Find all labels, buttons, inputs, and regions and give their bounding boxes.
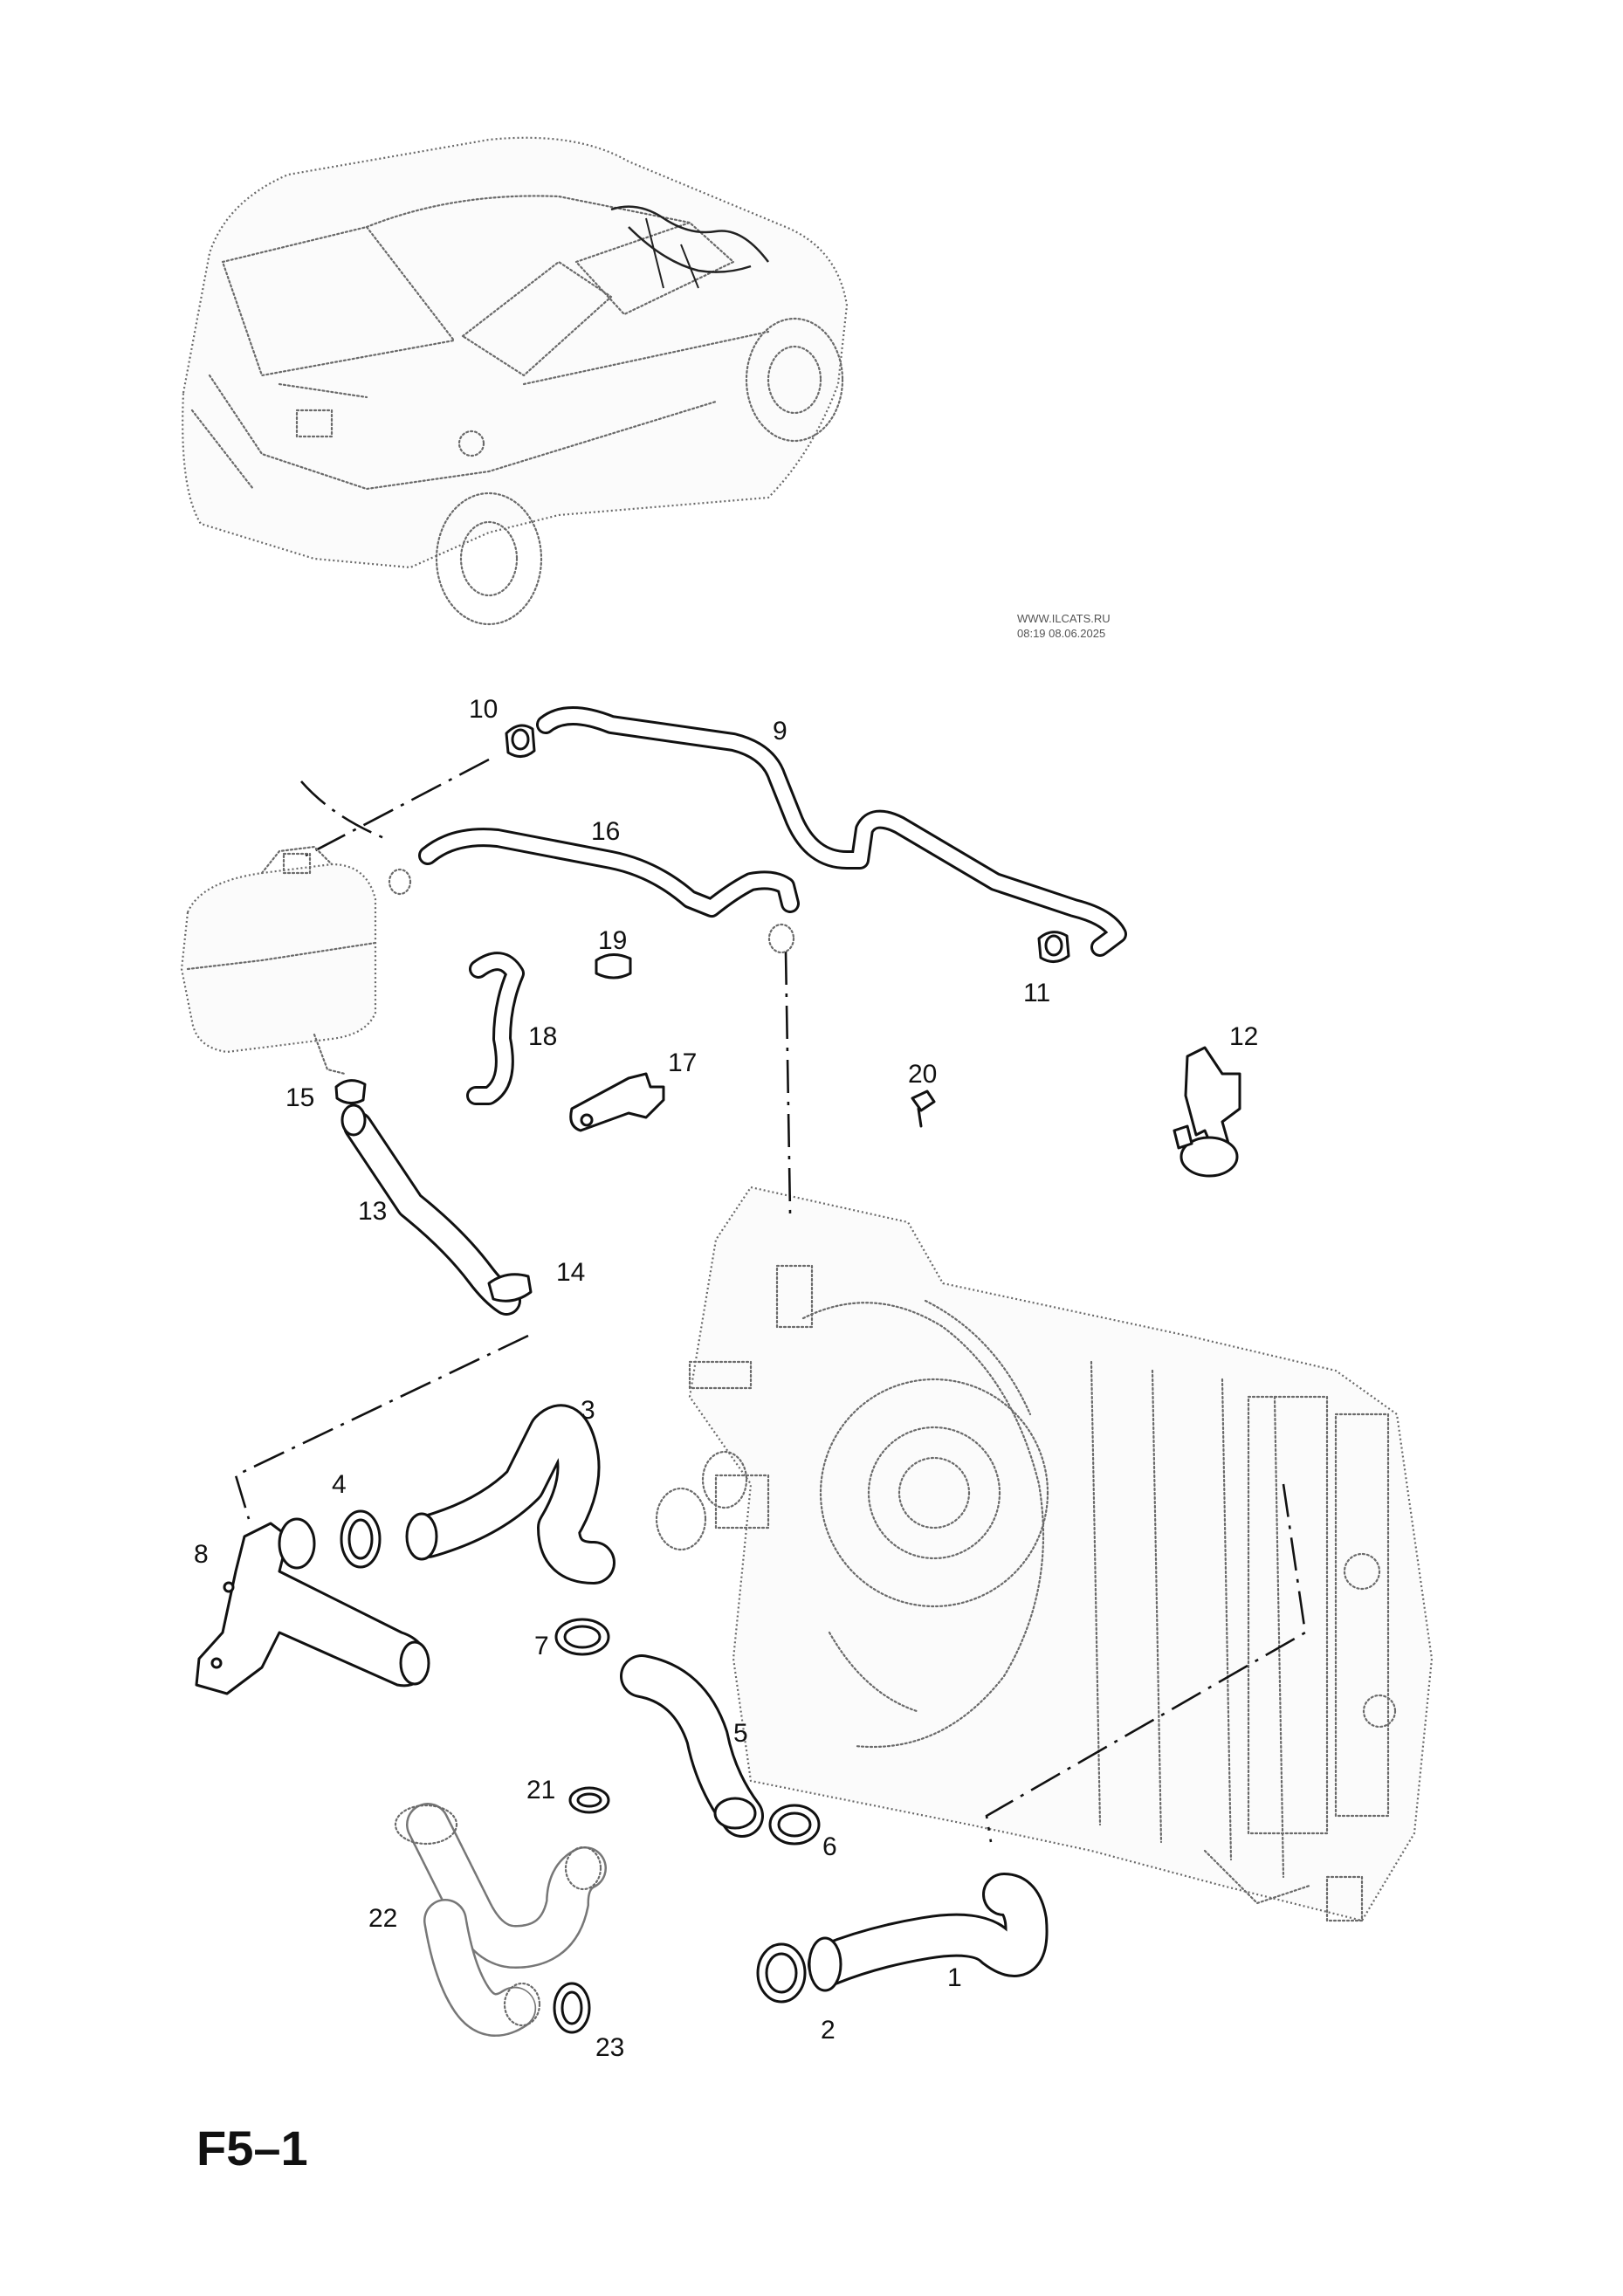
part-15-clamp — [334, 1079, 367, 1104]
page-label: F5–1 — [196, 2121, 308, 2176]
callout-5: 5 — [733, 1719, 748, 1748]
part-6-clamp — [768, 1804, 821, 1846]
callout-6: 6 — [822, 1832, 837, 1861]
callout-2: 2 — [821, 2016, 836, 2045]
callout-4: 4 — [332, 1470, 347, 1499]
part-21-clamp — [568, 1786, 610, 1814]
part-11-clamp — [1037, 931, 1070, 963]
callout-8: 8 — [194, 1540, 209, 1569]
part-22-hose — [394, 1803, 607, 2037]
watermark-timestamp: 08:19 08.06.2025 — [1017, 627, 1105, 640]
callout-labels: 1 2 3 4 5 6 7 8 9 10 11 12 13 14 15 16 1… — [194, 695, 1258, 2062]
callout-20: 20 — [908, 1060, 937, 1089]
callout-11: 11 — [1023, 979, 1050, 1007]
callout-12: 12 — [1229, 1022, 1258, 1051]
callout-9: 9 — [773, 717, 787, 746]
callout-19: 19 — [598, 926, 627, 955]
part-19-clamp — [595, 953, 632, 980]
part-2-clamp — [756, 1942, 807, 2004]
assembly-lines — [234, 758, 1307, 1843]
part-10-clamp — [505, 724, 536, 758]
part-1-hose — [808, 1873, 1049, 1992]
part-7-clamp — [554, 1618, 610, 1656]
part-20-bolt — [911, 1090, 936, 1128]
callout-21: 21 — [526, 1776, 555, 1804]
callout-3: 3 — [581, 1396, 595, 1425]
part-14-clamp — [487, 1273, 533, 1303]
part-12-bracket — [1173, 1046, 1241, 1178]
watermark-site: WWW.ILCATS.RU — [1017, 612, 1111, 625]
callout-7: 7 — [534, 1632, 549, 1660]
callout-23: 23 — [595, 2033, 624, 2062]
part-9-hose — [536, 706, 1127, 957]
callout-13: 13 — [358, 1197, 387, 1226]
callout-10: 10 — [469, 695, 498, 724]
part-4-clamp — [340, 1509, 382, 1569]
part-17-bracket — [569, 1072, 665, 1132]
callout-17: 17 — [668, 1048, 697, 1077]
callout-15: 15 — [285, 1083, 314, 1112]
seal-rings — [388, 868, 795, 954]
part-16-hose — [418, 828, 800, 918]
part-23-clamp — [553, 1982, 591, 2034]
vehicle-overview — [182, 136, 849, 626]
part-3-hose — [405, 1404, 616, 1585]
callout-16: 16 — [591, 817, 620, 846]
part-18-hose — [466, 952, 525, 1105]
callout-14: 14 — [556, 1258, 585, 1287]
callout-22: 22 — [368, 1904, 397, 1933]
part-5-hose — [620, 1654, 764, 1838]
part-8-thermostat-housing — [195, 1517, 430, 1695]
expansion-tank — [180, 845, 377, 1076]
radiator-fan-assembly — [655, 1186, 1434, 1922]
callout-18: 18 — [528, 1022, 557, 1051]
callout-1: 1 — [947, 1963, 962, 1992]
